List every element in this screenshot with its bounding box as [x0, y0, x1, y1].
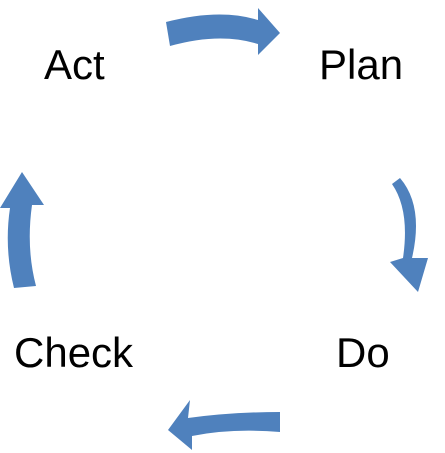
arrow-check-to-act-icon: [0, 172, 44, 288]
arrow-do-to-check-icon: [168, 400, 280, 450]
stage-label-act: Act: [44, 41, 105, 88]
arrow-plan-to-do-icon: [390, 178, 428, 292]
arrow-act-to-plan-icon: [166, 8, 280, 55]
stage-label-do: Do: [336, 329, 390, 376]
stage-label-plan: Plan: [319, 41, 404, 88]
stage-label-check: Check: [14, 329, 134, 376]
